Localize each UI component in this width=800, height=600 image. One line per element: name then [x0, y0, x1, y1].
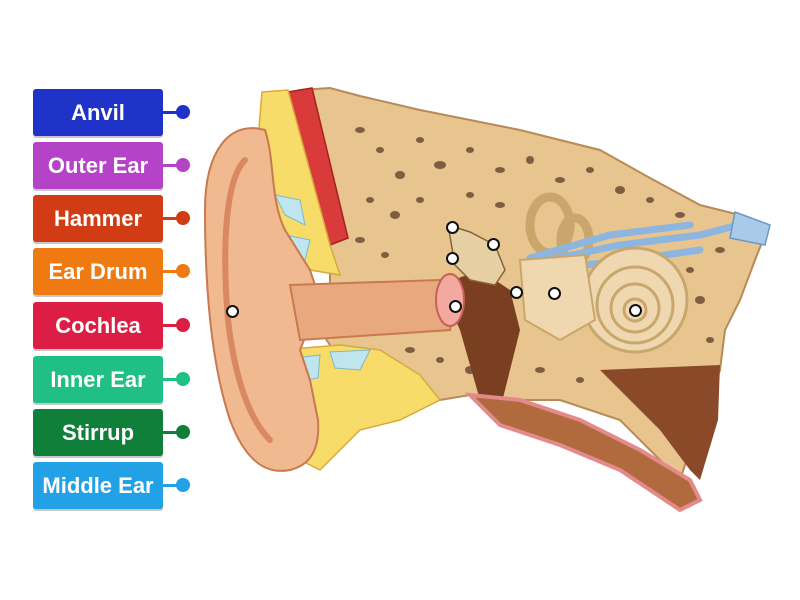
- label-text: Ear Drum: [48, 258, 148, 284]
- label-inner-ear[interactable]: Inner Ear: [33, 356, 163, 403]
- label-connector: [163, 378, 179, 381]
- label-anvil[interactable]: Anvil: [33, 89, 163, 136]
- lower-tissue: [464, 392, 703, 513]
- label-middle-ear[interactable]: Middle Ear: [33, 462, 163, 509]
- pinna: [203, 127, 322, 472]
- label-text: Inner Ear: [50, 366, 146, 392]
- hotspot-stirrup[interactable]: [446, 252, 459, 265]
- label-connector: [163, 164, 179, 167]
- label-text: Hammer: [53, 205, 143, 231]
- nerve-end: [729, 210, 771, 246]
- cochlea-shell: [581, 246, 689, 354]
- label-text: Stirrup: [61, 419, 135, 445]
- label-ear-drum[interactable]: Ear Drum: [33, 248, 163, 295]
- drag-handle[interactable]: [176, 372, 190, 386]
- bone-pores: [355, 127, 725, 383]
- label-text: Middle Ear: [42, 472, 154, 498]
- label-text: Outer Ear: [47, 152, 149, 178]
- label-hammer[interactable]: Hammer: [33, 195, 163, 242]
- label-stirrup[interactable]: Stirrup: [33, 409, 163, 456]
- drag-handle[interactable]: [176, 318, 190, 332]
- drag-handle[interactable]: [176, 211, 190, 225]
- label-connector: [163, 217, 179, 220]
- drag-handle[interactable]: [176, 105, 190, 119]
- hotspot-outer-ear[interactable]: [226, 305, 239, 318]
- label-text: Cochlea: [55, 312, 141, 338]
- ear-canal: [288, 278, 457, 342]
- label-connector: [163, 270, 179, 273]
- hotspot-ear-drum[interactable]: [449, 300, 462, 313]
- hotspot-middle-ear[interactable]: [510, 286, 523, 299]
- ossicles: [447, 223, 506, 286]
- drag-handle[interactable]: [176, 158, 190, 172]
- hotspot-hammer[interactable]: [446, 221, 459, 234]
- drag-handle[interactable]: [176, 264, 190, 278]
- label-cochlea[interactable]: Cochlea: [33, 302, 163, 349]
- drag-handle[interactable]: [176, 478, 190, 492]
- drag-handle[interactable]: [176, 425, 190, 439]
- label-connector: [163, 431, 179, 434]
- label-connector: [163, 324, 179, 327]
- eardrum: [435, 273, 465, 327]
- hotspot-cochlea[interactable]: [629, 304, 642, 317]
- hotspot-inner-ear[interactable]: [548, 287, 561, 300]
- label-connector: [163, 111, 179, 114]
- label-connector: [163, 484, 179, 487]
- hotspot-anvil[interactable]: [487, 238, 500, 251]
- pinna-fold: [222, 157, 273, 443]
- lower-layer: [600, 365, 720, 480]
- label-text: Anvil: [71, 99, 125, 125]
- label-outer-ear[interactable]: Outer Ear: [33, 142, 163, 189]
